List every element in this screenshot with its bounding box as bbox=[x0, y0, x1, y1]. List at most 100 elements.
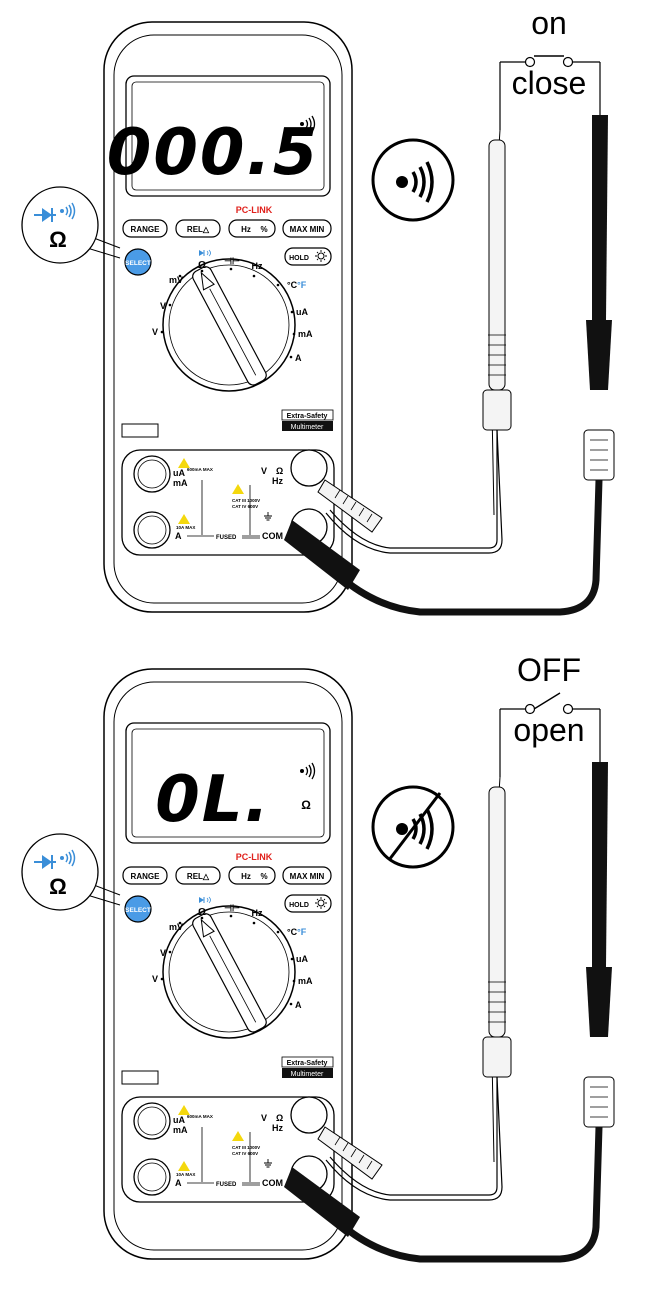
svg-text:V: V bbox=[152, 327, 158, 337]
switch-state-label: on bbox=[531, 5, 567, 41]
continuity-beeper-icon bbox=[300, 762, 316, 780]
warning-triangle-icon bbox=[178, 514, 190, 524]
svg-text:Multimeter: Multimeter bbox=[291, 1071, 324, 1078]
svg-text:V: V bbox=[261, 466, 267, 476]
range-button[interactable]: RANGE bbox=[122, 866, 168, 885]
svg-text:mV: mV bbox=[169, 275, 183, 285]
svg-text:uA: uA bbox=[173, 1115, 185, 1125]
label-plate bbox=[121, 1070, 159, 1085]
svg-text:V: V bbox=[160, 301, 166, 311]
rotary-dial[interactable] bbox=[162, 258, 296, 392]
svg-text:REL△: REL△ bbox=[187, 872, 210, 881]
lcd-display: 0L. Ω bbox=[155, 762, 316, 837]
svg-text:CAT IV 600V: CAT IV 600V bbox=[232, 504, 258, 509]
multimeter-diagram: 0L. Ω PC-LINK RANGE REL△ Hz % MAX MIN HO… bbox=[21, 652, 615, 1263]
svg-text:°C°F: °C°F bbox=[287, 280, 307, 290]
continuity-beeper-icon bbox=[60, 849, 76, 867]
lcd-display: 000.5 Ω bbox=[107, 115, 319, 190]
svg-text:Extra-Safety: Extra-Safety bbox=[287, 413, 328, 420]
svg-text:MAX MIN: MAX MIN bbox=[290, 872, 325, 881]
svg-text:HOLD: HOLD bbox=[289, 255, 309, 262]
beeper-off-slash bbox=[387, 792, 442, 861]
backlight-icon bbox=[315, 250, 327, 262]
warning-triangle-icon bbox=[178, 1161, 190, 1171]
function-callout: Ω bbox=[21, 833, 121, 911]
dial-labels: Ω ⊣⊢ Hz °C°F uA mA A mV V V bbox=[152, 896, 313, 1010]
svg-text:CAT III 1000V: CAT III 1000V bbox=[232, 1145, 260, 1150]
select-button[interactable]: SELECT bbox=[124, 248, 152, 276]
switch-action-label: close bbox=[512, 65, 587, 101]
svg-text:COM: COM bbox=[262, 531, 283, 541]
svg-text:Ω: Ω bbox=[198, 907, 206, 918]
svg-text:RANGE: RANGE bbox=[131, 225, 161, 234]
diode-icon bbox=[34, 208, 56, 222]
white-probe-lead bbox=[317, 776, 512, 1201]
svg-text:%: % bbox=[260, 872, 267, 881]
warning-triangle-icon bbox=[232, 484, 244, 494]
ua-ma-jack bbox=[133, 1102, 171, 1140]
rotary-dial[interactable] bbox=[162, 905, 296, 1039]
continuity-beeper-icon bbox=[396, 161, 434, 203]
svg-text:Ω: Ω bbox=[276, 1113, 283, 1123]
a-jack bbox=[133, 511, 171, 549]
diode-continuity-mark bbox=[199, 249, 211, 257]
switch-action-label: open bbox=[513, 712, 584, 748]
ground-icon bbox=[264, 512, 272, 521]
diode-continuity-mark bbox=[199, 896, 211, 904]
svg-text:REL△: REL△ bbox=[187, 225, 210, 234]
hz-percent-button[interactable]: Hz % bbox=[228, 866, 276, 885]
range-button[interactable]: RANGE bbox=[122, 219, 168, 238]
a-jack bbox=[133, 1158, 171, 1196]
switch-state-label: OFF bbox=[517, 652, 581, 688]
extra-safety-badge: Extra-Safety Multimeter bbox=[281, 1056, 334, 1078]
hz-percent-button[interactable]: Hz % bbox=[228, 219, 276, 238]
warning-triangle-icon bbox=[232, 1131, 244, 1141]
display-reading: 000.5 bbox=[107, 116, 319, 190]
svg-text:RANGE: RANGE bbox=[131, 872, 161, 881]
max-min-button[interactable]: MAX MIN bbox=[282, 866, 332, 885]
beeper-status-indicator bbox=[371, 785, 455, 869]
dial-pointer bbox=[192, 266, 267, 386]
display-unit: Ω bbox=[301, 798, 311, 812]
hold-button[interactable]: HOLD bbox=[284, 894, 332, 913]
svg-text:⊣⊢: ⊣⊢ bbox=[224, 256, 240, 266]
svg-text:Ω: Ω bbox=[198, 260, 206, 271]
svg-text:Extra-Safety: Extra-Safety bbox=[287, 1060, 328, 1067]
svg-text:mA: mA bbox=[173, 478, 188, 488]
panel-continuity-closed: 000.5 Ω PC-LINK RANGE REL△ Hz % MAX MIN … bbox=[21, 5, 615, 616]
svg-text:mA: mA bbox=[298, 329, 313, 339]
svg-text:A: A bbox=[175, 1178, 182, 1188]
terminal-panel: uA mA 600mA MAX 10A MAX A FUSED COM V Ω … bbox=[121, 449, 335, 556]
warning-triangle-icon bbox=[178, 1105, 190, 1115]
rel-button[interactable]: REL△ bbox=[175, 219, 221, 238]
svg-text:Hz: Hz bbox=[252, 908, 263, 918]
display-unit: Ω bbox=[301, 151, 311, 165]
svg-text:uA: uA bbox=[296, 954, 308, 964]
hold-button[interactable]: HOLD bbox=[284, 247, 332, 266]
svg-text:COM: COM bbox=[262, 1178, 283, 1188]
svg-text:°C°F: °C°F bbox=[287, 927, 307, 937]
svg-text:A: A bbox=[295, 1000, 302, 1010]
black-probe-lead bbox=[284, 115, 615, 616]
pc-link-label: PC-LINK bbox=[236, 205, 273, 215]
svg-text:mV: mV bbox=[169, 922, 183, 932]
v-ohm-hz-jack bbox=[290, 449, 328, 487]
max-min-button[interactable]: MAX MIN bbox=[282, 219, 332, 238]
circuit-switch: on close bbox=[499, 5, 601, 130]
terminal-panel: uA mA 600mA MAX 10A MAX A FUSED COM V Ω … bbox=[121, 1096, 335, 1203]
select-button[interactable]: SELECT bbox=[124, 895, 152, 923]
display-reading: 0L. bbox=[155, 763, 271, 837]
function-callout: Ω bbox=[21, 186, 121, 264]
svg-text:uA: uA bbox=[296, 307, 308, 317]
ohm-icon: Ω bbox=[49, 227, 67, 252]
svg-text:⊣⊢: ⊣⊢ bbox=[224, 903, 240, 913]
diode-icon bbox=[34, 855, 56, 869]
beeper-status-indicator bbox=[371, 138, 455, 222]
v-ohm-hz-jack bbox=[290, 1096, 328, 1134]
ground-icon bbox=[264, 1159, 272, 1168]
dial-labels: Ω ⊣⊢ Hz °C°F uA mA A mV V V bbox=[152, 249, 313, 363]
svg-text:A: A bbox=[175, 531, 182, 541]
ohm-icon: Ω bbox=[49, 874, 67, 899]
rel-button[interactable]: REL△ bbox=[175, 866, 221, 885]
svg-text:10A MAX: 10A MAX bbox=[176, 1172, 195, 1177]
